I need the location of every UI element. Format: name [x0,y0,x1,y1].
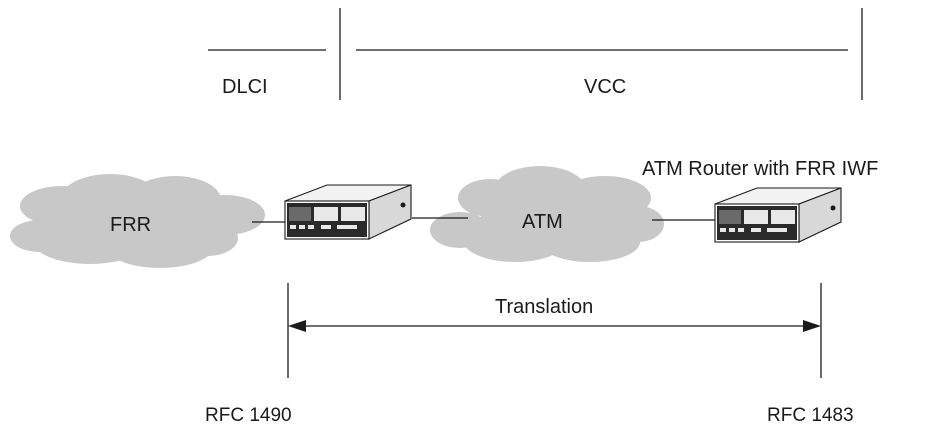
router-left [284,184,412,240]
translation-span [287,283,822,378]
translation-label: Translation [495,296,593,318]
rfc-1490-label: RFC 1490 [205,405,292,426]
translation-arrowhead-left [288,320,306,332]
links [252,217,715,223]
frr-cloud [10,174,265,268]
frr-cloud-label: FRR [110,214,151,236]
vcc-label: VCC [584,76,626,98]
dlci-label: DLCI [222,76,268,98]
router-caption: ATM Router with FRR IWF [642,158,878,180]
translation-arrowhead-right [803,320,821,332]
rfc-1483-label: RFC 1483 [767,405,854,426]
atm-cloud [430,166,664,262]
router-right [714,187,842,243]
atm-cloud-label: ATM [522,211,563,233]
segment-brackets [208,8,863,100]
